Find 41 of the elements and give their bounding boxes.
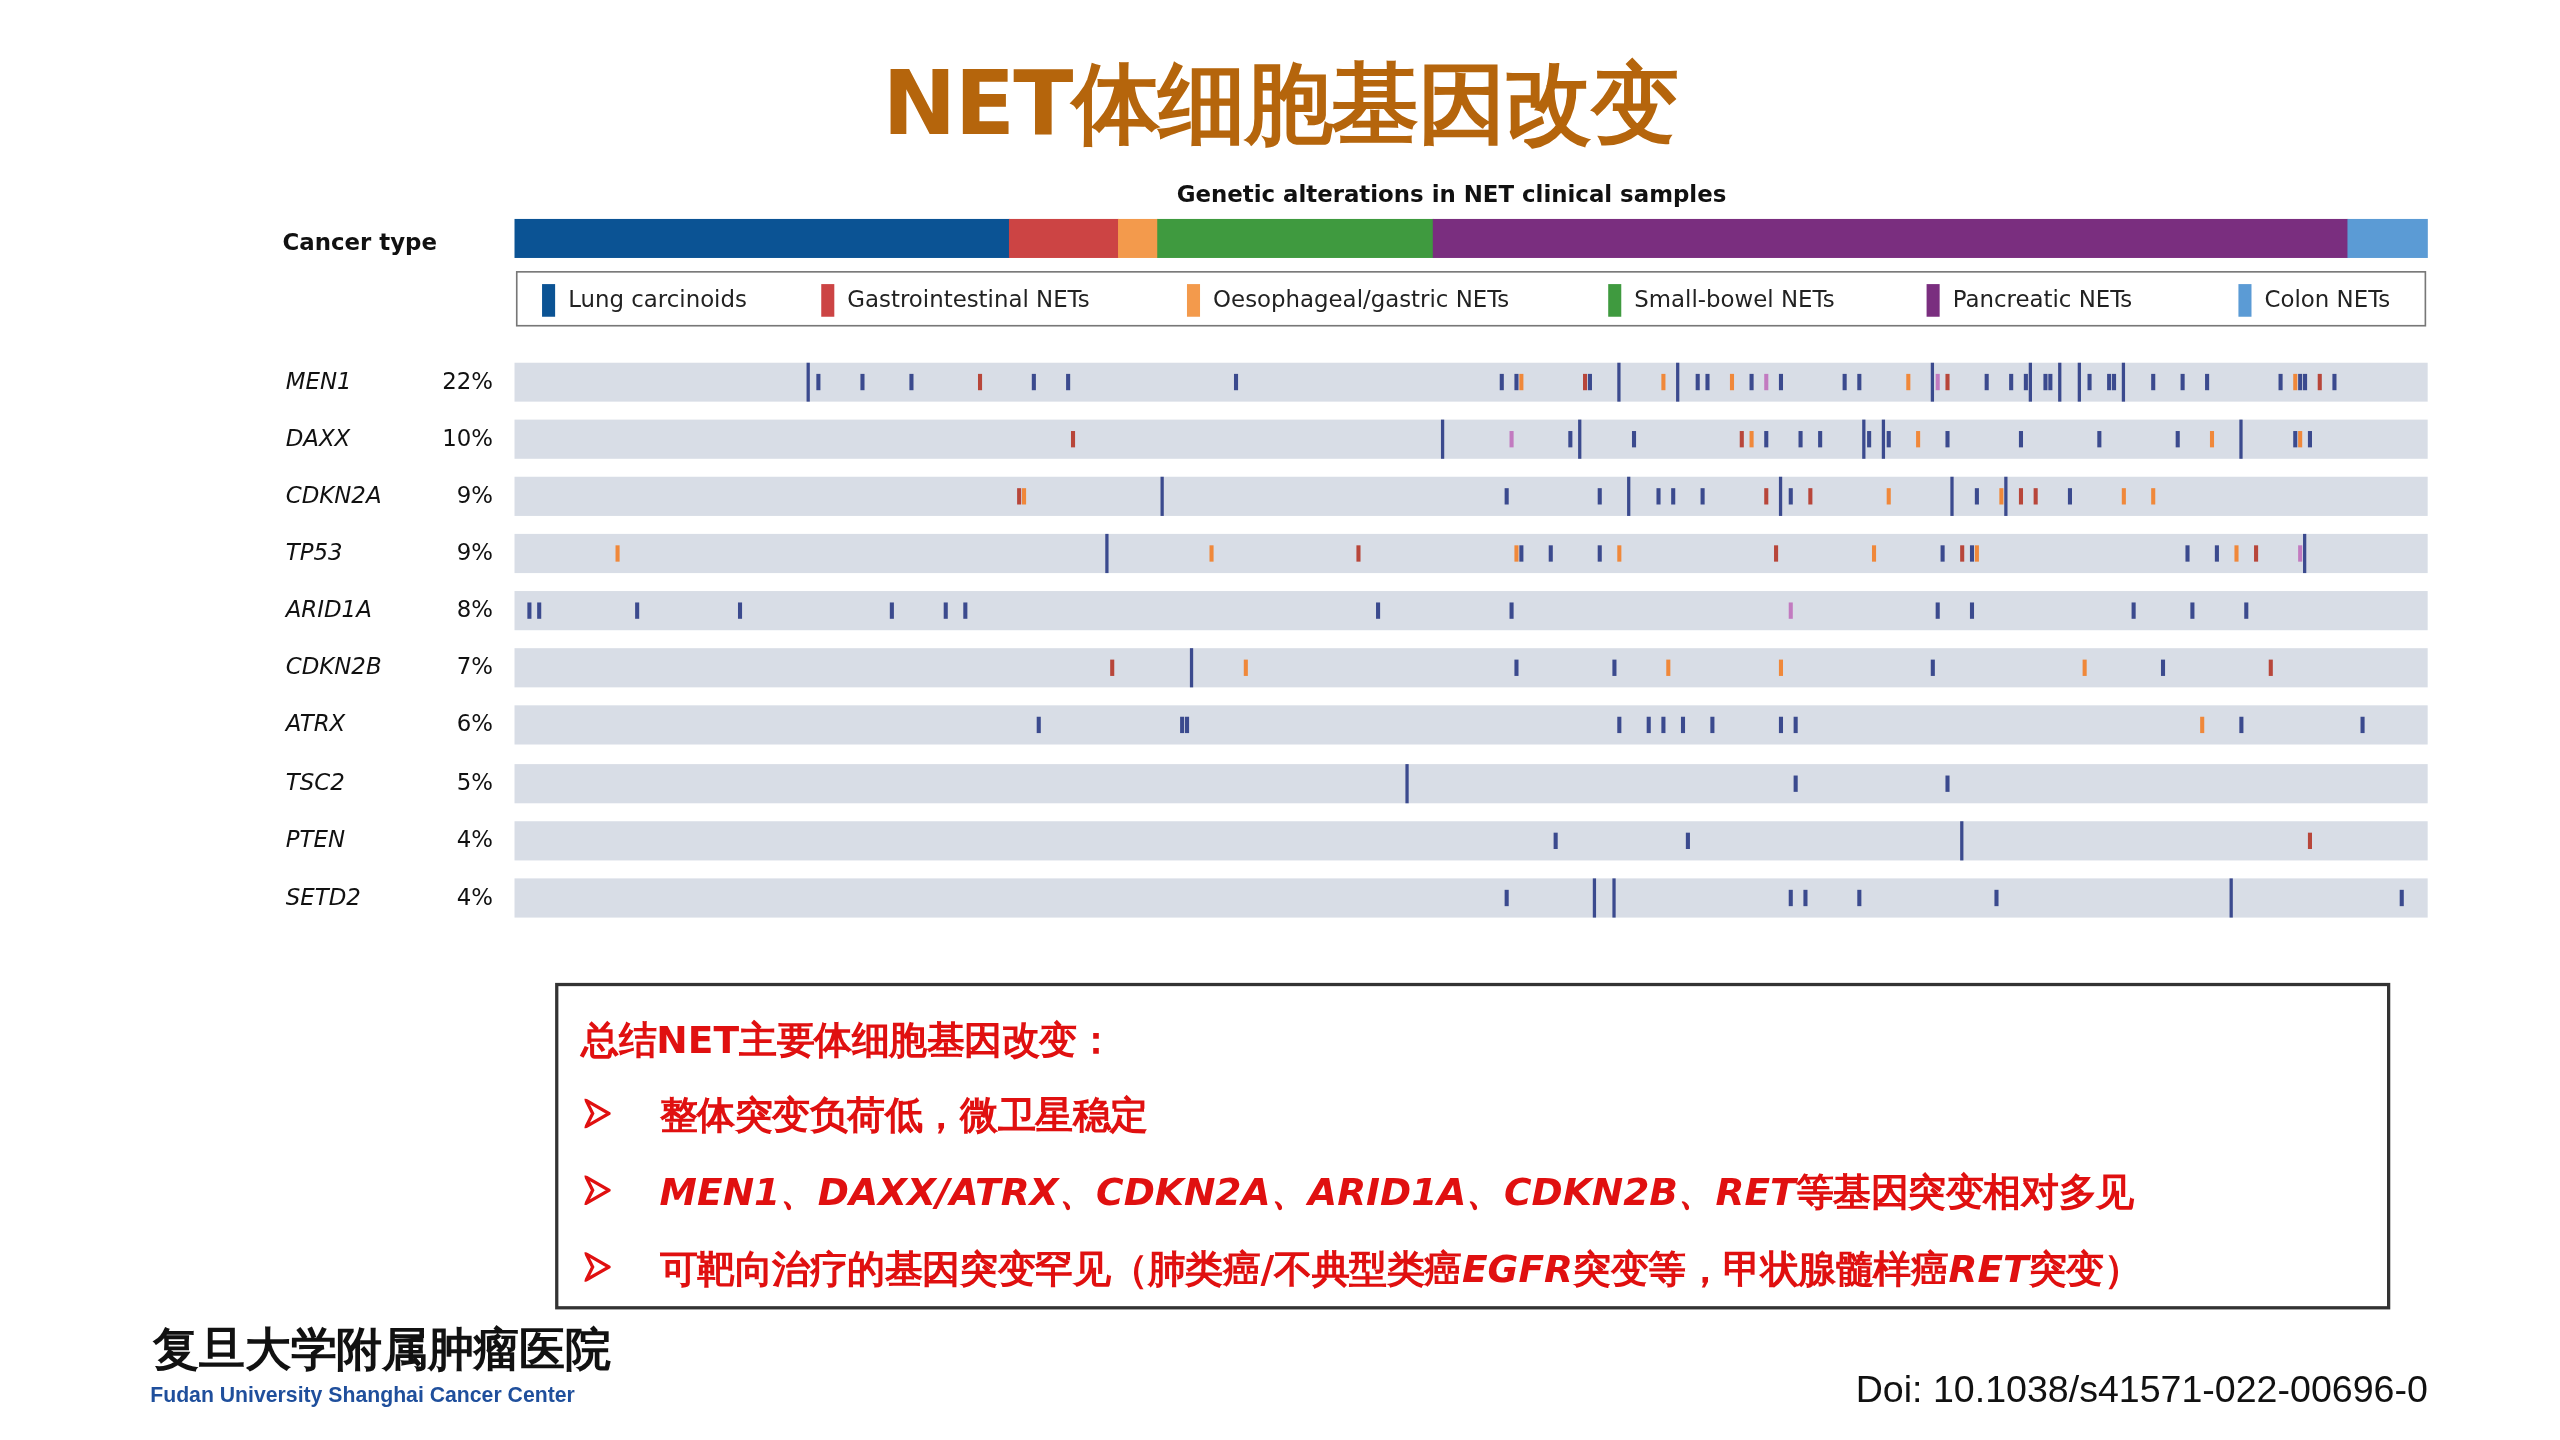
gene-name: ATRX xyxy=(285,710,346,737)
legend-label: Small-bowel NETs xyxy=(1634,285,1835,312)
gene-name: ARID1A xyxy=(285,595,372,623)
institution-name: 复旦大学附属肿瘤医院 xyxy=(153,1321,611,1379)
bullet-text: 突变） xyxy=(2028,1247,2142,1290)
mutation-frequency: 9% xyxy=(456,538,494,565)
mutation-frequency: 6% xyxy=(456,710,494,737)
gene-list-text: MEN1、DAXX/ATRX、CDKN2A、ARID1A、CDKN2B、RET xyxy=(659,1170,1796,1214)
gene-name: MEN1 xyxy=(285,367,352,394)
gene-name: CDKN2B xyxy=(285,653,382,680)
legend-label: Lung carcinoids xyxy=(568,285,747,312)
bullet-text: 突变等，甲状腺髓样癌 xyxy=(1573,1247,1949,1290)
gene-name: CDKN2A xyxy=(285,481,382,508)
gene-name: SETD2 xyxy=(285,883,361,910)
gene-name-text: EGFR xyxy=(1461,1247,1573,1290)
mutation-frequency: 4% xyxy=(456,883,494,910)
slide-title: NET体细胞基因改变 xyxy=(881,51,1679,158)
legend-label: Gastrointestinal NETs xyxy=(847,285,1090,312)
gene-name: TP53 xyxy=(285,538,343,565)
bullet-text: 整体突变负荷低，微卫星稳定 xyxy=(659,1092,1148,1139)
axis-label: Cancer type xyxy=(282,228,437,255)
mutation-frequency: 9% xyxy=(456,481,494,508)
summary-heading: 总结NET主要体细胞基因改变： xyxy=(581,1017,1115,1064)
mutation-frequency: 5% xyxy=(456,769,494,796)
mutation-frequency: 7% xyxy=(456,653,494,680)
legend-label: Colon NETs xyxy=(2264,285,2391,312)
mutation-frequency: 22% xyxy=(442,367,494,394)
mutation-frequency: 8% xyxy=(456,595,494,623)
mutation-frequency: 10% xyxy=(442,424,494,451)
gene-name: TSC2 xyxy=(285,769,345,796)
institution-name: Fudan University Shanghai Cancer Center xyxy=(150,1382,575,1408)
legend-label: Oesophageal/gastric NETs xyxy=(1213,285,1510,312)
gene-name: DAXX xyxy=(285,424,351,451)
legend-label: Pancreatic NETs xyxy=(1952,285,2133,312)
gene-name: PTEN xyxy=(285,826,345,853)
mutation-frequency: 4% xyxy=(456,826,494,853)
doi-reference: Doi: 10.1038/s41571-022-00696-0 xyxy=(1855,1368,2428,1413)
bullet-text: 等基因突变相对多见 xyxy=(1795,1170,2134,1214)
bullet-text: 可靶向治疗的基因突变罕见（肺类癌/不典型类癌 xyxy=(659,1247,1462,1290)
gene-name-text: RET xyxy=(1948,1247,2029,1290)
chart-title: Genetic alterations in NET clinical samples xyxy=(1175,181,1728,208)
